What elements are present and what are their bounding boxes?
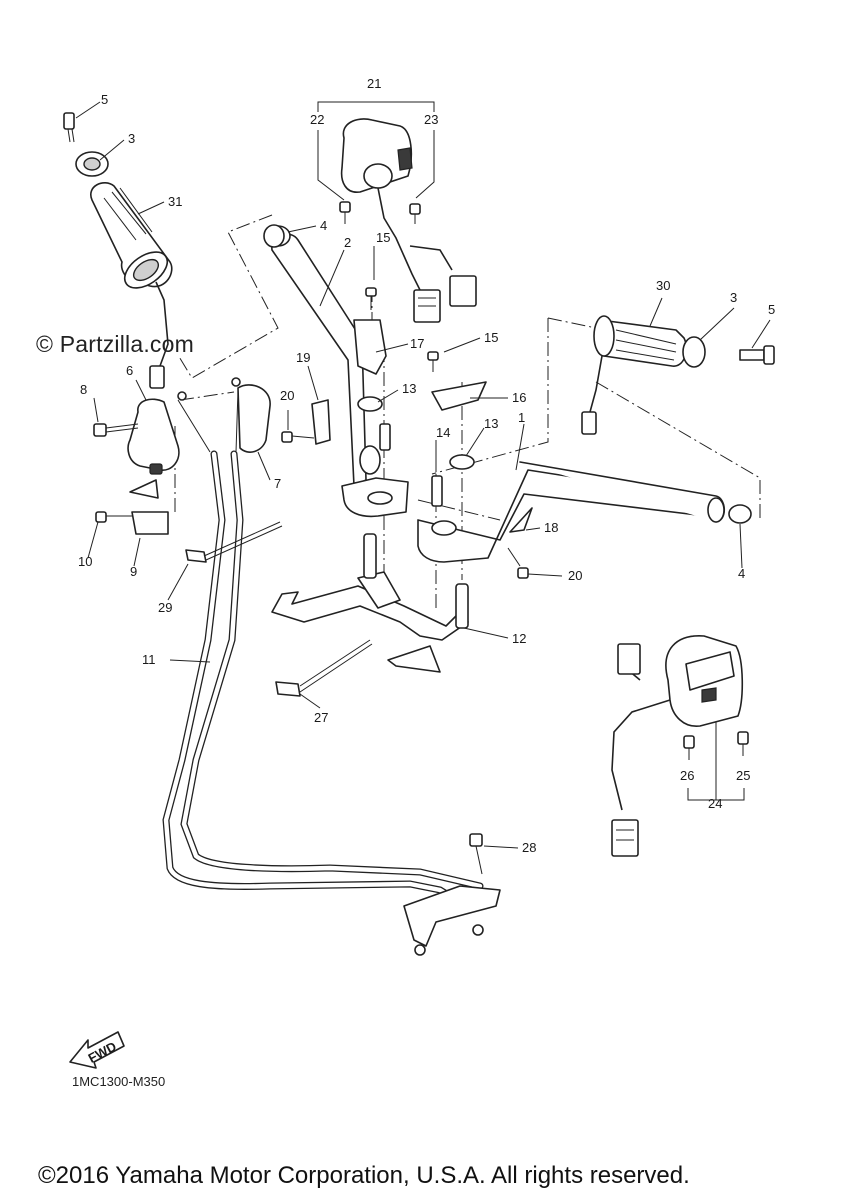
throttle-housing xyxy=(127,398,180,475)
callout-13-upper: 13 xyxy=(402,381,416,396)
callout-30: 30 xyxy=(656,278,670,293)
callout-3-right: 3 xyxy=(730,290,737,305)
callout-22: 22 xyxy=(310,112,324,127)
callout-14: 14 xyxy=(436,425,450,440)
fwd-label: FWD xyxy=(86,1039,119,1066)
callout-19: 19 xyxy=(296,350,310,365)
callout-17: 17 xyxy=(410,336,424,351)
switch-screw-23 xyxy=(409,203,421,224)
bracket-18 xyxy=(509,507,533,533)
switch-screw-22 xyxy=(339,201,351,224)
callout-6: 6 xyxy=(126,363,133,378)
callout-15-right: 15 xyxy=(484,330,498,345)
callout-21: 21 xyxy=(367,76,381,91)
cable-bracket-bolt-28 xyxy=(469,833,483,875)
callout-13-lower: 13 xyxy=(484,416,498,431)
right-handlebar xyxy=(417,461,726,563)
callout-28: 28 xyxy=(522,840,536,855)
callout-11: 11 xyxy=(142,652,156,667)
screw-15-right xyxy=(427,351,439,372)
bolt-8 xyxy=(93,423,139,437)
handlebar-switch-24 xyxy=(611,635,744,857)
bolt-handlebar-upper xyxy=(379,423,391,451)
clamp-9 xyxy=(129,479,169,535)
left-handlebar xyxy=(265,225,409,518)
throttle-cable-guide-7 xyxy=(177,377,271,453)
cable-tie-27 xyxy=(275,639,373,697)
callout-23: 23 xyxy=(424,112,438,127)
callout-4-left: 4 xyxy=(320,218,327,233)
callout-4-right: 4 xyxy=(738,566,745,581)
callout-1: 1 xyxy=(518,410,525,425)
callout-31: 31 xyxy=(168,194,182,209)
bolt-20-right xyxy=(507,547,529,579)
callout-16: 16 xyxy=(512,390,526,405)
bar-end-weight-right xyxy=(728,504,752,524)
callout-5-right: 5 xyxy=(768,302,775,317)
callout-10: 10 xyxy=(78,554,92,569)
right-grip-end-screw xyxy=(739,345,775,365)
diagram-code: 1MC1300-M350 xyxy=(72,1074,166,1089)
callout-27: 27 xyxy=(314,710,328,725)
callout-26: 26 xyxy=(680,768,694,783)
callout-29: 29 xyxy=(158,600,172,615)
callout-9: 9 xyxy=(130,564,137,579)
callout-3-left: 3 xyxy=(128,131,135,146)
nut-13-lower xyxy=(449,454,475,470)
callout-18: 18 xyxy=(544,520,558,535)
callout-7: 7 xyxy=(274,476,281,491)
callout-2: 2 xyxy=(344,235,351,250)
screw-15-left xyxy=(365,287,377,310)
callout-8: 8 xyxy=(80,382,87,397)
left-grip xyxy=(90,182,173,389)
throttle-cables xyxy=(162,389,484,906)
callout-15-left: 15 xyxy=(376,230,390,245)
callouts: 5 3 31 21 22 23 4 2 15 17 15 16 19 13 20… xyxy=(78,76,775,855)
bolt-14 xyxy=(431,475,443,507)
right-grip-end-cap xyxy=(682,336,706,368)
callout-25: 25 xyxy=(736,768,750,783)
copyright-notice: ©2016 Yamaha Motor Corporation, U.S.A. A… xyxy=(38,1162,690,1189)
leader-lines xyxy=(75,101,771,849)
cable-bracket-28 xyxy=(403,885,501,956)
watermark: © Partzilla.com xyxy=(36,331,194,357)
left-grip-end-cap xyxy=(75,151,109,177)
switch-screw-25 xyxy=(737,731,749,756)
switch-clamp-16 xyxy=(431,381,487,411)
right-switch-assembly-upper xyxy=(340,118,477,323)
left-grip-end-screw xyxy=(63,112,75,143)
bolt-20-left xyxy=(281,431,315,443)
callout-20-left: 20 xyxy=(280,388,294,403)
bracket-19 xyxy=(311,399,331,445)
fwd-arrow: FWD xyxy=(69,1031,125,1069)
switch-clamp-17 xyxy=(353,319,387,375)
cable-tie-29 xyxy=(185,521,283,563)
bar-end-weight-left xyxy=(263,224,285,248)
callout-5-left: 5 xyxy=(101,92,108,107)
screw-10 xyxy=(95,511,132,523)
callout-24: 24 xyxy=(708,796,722,811)
right-grip xyxy=(581,315,688,435)
switch-screw-26 xyxy=(683,735,695,760)
callout-20-right: 20 xyxy=(568,568,582,583)
handlebar-holder-12 xyxy=(271,533,469,673)
nut-13-upper xyxy=(357,396,383,412)
callout-12: 12 xyxy=(512,631,526,646)
